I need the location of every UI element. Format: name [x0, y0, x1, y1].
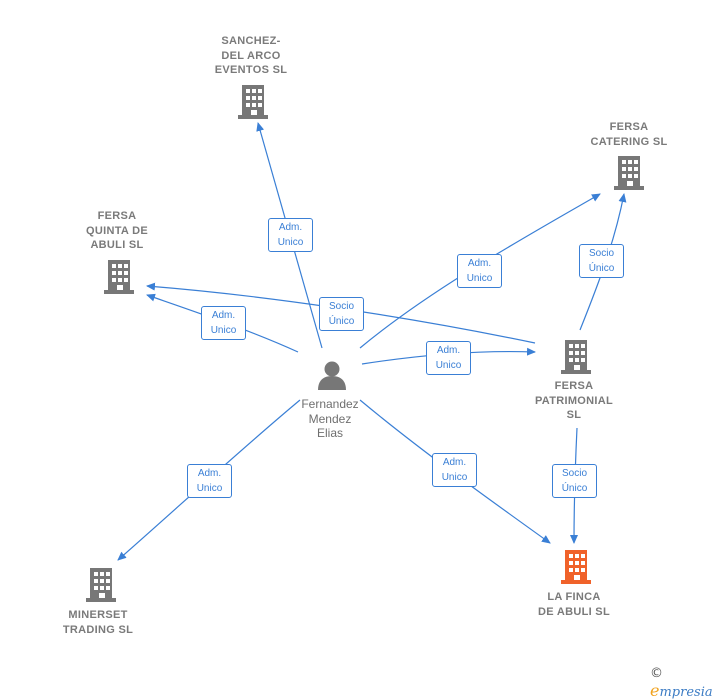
node-label-line: MINERSET: [68, 609, 128, 621]
edge-label-line: Unico: [441, 472, 468, 483]
node-label-minerset: MINERSET TRADING SL: [43, 608, 153, 637]
node-label-line: LA FINCA: [547, 591, 601, 603]
brand-logo-text: mpresia: [659, 685, 713, 700]
edge-label-line: Unico: [466, 273, 493, 284]
edge-label-line: Unico: [210, 325, 237, 336]
node-label-line: DE ABULI SL: [538, 605, 610, 618]
edge-label-line: Adm.: [278, 222, 303, 233]
building-icon-minerset: [86, 568, 116, 602]
edge-label-patrimonial-to-quinta: Socio Único: [319, 297, 364, 331]
node-label-fersa-catering: FERSA CATERING SL: [574, 120, 684, 149]
copyright-symbol: ©: [650, 666, 663, 681]
person-icon: [318, 361, 346, 390]
edge-label-line: Socio: [588, 248, 614, 259]
edge-label-line: Adm.: [442, 457, 467, 468]
node-label-line: DEL ARCO: [221, 49, 281, 62]
building-icon-fersa-quinta: [104, 260, 134, 294]
edge-label-line: Unico: [196, 483, 223, 494]
building-icon-sanchez: [238, 85, 268, 119]
edge-label-to-patrimonial: Adm. Unico: [426, 341, 471, 375]
edge-label-line: Socio: [328, 301, 354, 312]
edge-label-patrimonial-to-catering: Socio Único: [579, 244, 624, 278]
person-label: Fernandez Mendez Elias: [278, 397, 382, 441]
edge-label-line: Adm.: [467, 258, 492, 269]
node-label-line: PATRIMONIAL: [534, 394, 614, 407]
edge-label-line: Adm.: [197, 468, 222, 479]
node-label-line: FERSA: [97, 210, 137, 222]
edge-label-line: Único: [588, 263, 615, 274]
node-label-line: TRADING SL: [62, 623, 134, 636]
edge-label-to-finca: Adm. Unico: [432, 453, 477, 487]
node-label-line: SL: [566, 409, 582, 421]
node-label-fersa-quinta: FERSA QUINTA DE ABULI SL: [62, 209, 172, 253]
node-label-line: QUINTA DE: [86, 224, 148, 237]
edge-label-to-sanchez: Adm. Unico: [268, 218, 313, 252]
building-icon-la-finca: [561, 550, 591, 584]
edge-label-line: Adm.: [211, 310, 236, 321]
person-label-line: Mendez: [308, 411, 352, 426]
edge-label-patrimonial-to-finca: Socio Único: [552, 464, 597, 498]
edge-label-line: Adm.: [436, 345, 461, 356]
edge-label-to-quinta: Adm. Unico: [201, 306, 246, 340]
edge-label-line: Único: [561, 483, 588, 494]
node-label-line: FERSA: [609, 121, 649, 133]
person-label-line: Fernandez: [301, 397, 359, 411]
node-label-la-finca: LA FINCA DE ABULI SL: [516, 590, 632, 619]
node-label-line: CATERING SL: [590, 135, 668, 148]
person-label-line: Elias: [316, 426, 343, 440]
brand-watermark: © empresia: [650, 665, 728, 700]
building-icon-fersa-catering: [614, 156, 644, 190]
edge-label-to-minerset: Adm. Unico: [187, 464, 232, 498]
relationship-diagram: [86, 85, 644, 602]
node-label-fersa-patrimonial: FERSA PATRIMONIAL SL: [519, 379, 629, 423]
building-icon-fersa-patrimonial: [561, 340, 591, 374]
brand-logo-e: e: [650, 681, 660, 700]
edge-label-line: Unico: [277, 237, 304, 248]
node-label-line: FERSA: [554, 380, 594, 392]
edge-label-line: Unico: [435, 360, 462, 371]
edge-label-line: Socio: [561, 468, 587, 479]
edge-label-line: Único: [328, 316, 355, 327]
node-label-line: SANCHEZ-: [221, 35, 281, 47]
node-label-sanchez: SANCHEZ- DEL ARCO EVENTOS SL: [196, 34, 306, 78]
node-label-line: EVENTOS SL: [214, 64, 288, 76]
node-label-line: ABULI SL: [90, 239, 144, 251]
edge-label-to-catering: Adm. Unico: [457, 254, 502, 288]
